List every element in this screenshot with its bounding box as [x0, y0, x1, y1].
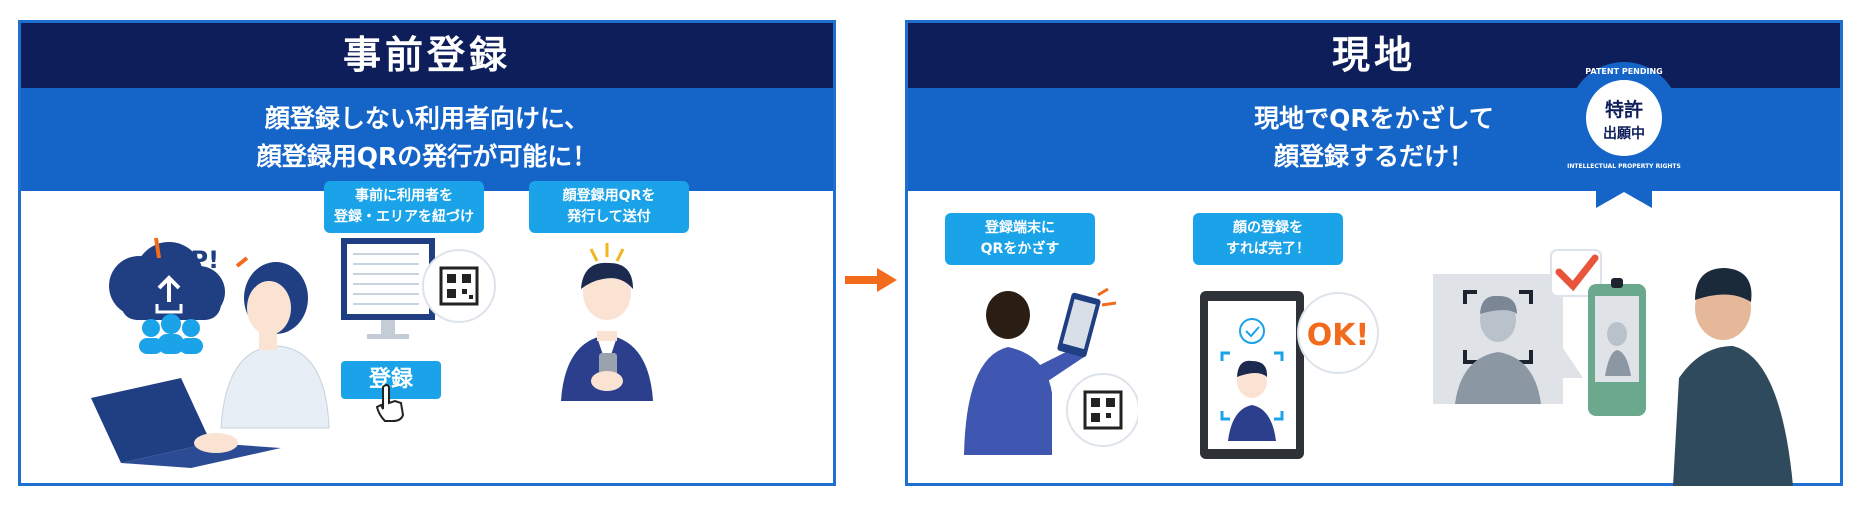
pre-registration-title: 事前登録	[21, 23, 833, 88]
woman-icon	[220, 262, 330, 429]
step-register-users-line1: 事前に利用者を	[355, 188, 453, 204]
man-icon	[561, 262, 653, 401]
badge-bottom-text: INTELLECTUAL PROPERTY RIGHTS	[1567, 163, 1681, 170]
laptop-icon	[91, 378, 281, 468]
step-issue-qr-line2: 発行して送付	[567, 209, 651, 225]
check-bubble-icon	[1550, 249, 1602, 297]
monitor-icon	[341, 238, 435, 339]
step-register-users-line2: 登録・エリアを紐づけ	[334, 209, 474, 225]
tablet-icon	[1057, 287, 1117, 358]
step-face-register-line2: すれば完了！	[1226, 241, 1310, 257]
man-facing-terminal-icon	[1673, 268, 1793, 486]
step-hold-qr-box: 登録端末に QRをかざす	[945, 213, 1095, 265]
on-site-panel: 現地 現地でQRをかざして 顔登録するだけ！ 登録端末に QRをかざす 顔の登録…	[905, 20, 1843, 486]
step-issue-qr-line1: 顔登録用QRを	[562, 188, 656, 204]
pre-registration-subtitle-line1: 顔登録しない利用者向けに、	[264, 104, 590, 133]
pre-registration-panel: 事前登録 顔登録しない利用者向けに、 顔登録用QRの発行が可能に！ UP!	[18, 20, 836, 486]
users-icon	[139, 314, 203, 354]
qr-bubble-icon	[1066, 373, 1138, 447]
qr-bubble-icon	[422, 249, 496, 323]
badge-main-text: 特許	[1605, 98, 1643, 121]
flow-arrow-icon	[845, 268, 897, 292]
recognized-face-screen-icon	[1433, 274, 1583, 404]
man-back-icon	[964, 291, 1084, 455]
step-hold-qr-line1: 登録端末に	[985, 220, 1055, 236]
step-face-register-box: 顔の登録を すれば完了！	[1193, 213, 1343, 265]
badge-top-text: PATENT PENDING	[1585, 67, 1662, 76]
register-button[interactable]: 登録	[341, 361, 441, 399]
person-holding-qr-illustration	[964, 287, 1138, 455]
badge-sub-text: 出願中	[1603, 125, 1645, 142]
pre-registration-subtitle: 顔登録しない利用者向けに、 顔登録用QRの発行が可能に！	[21, 88, 833, 191]
on-site-subtitle-line2: 顔登録するだけ！	[1273, 142, 1474, 171]
cloud-upload-worker-illustration: UP!	[91, 237, 330, 468]
on-site-subtitle-line1: 現地でQRをかざして	[1254, 104, 1494, 133]
face-recognition-terminal-illustration	[1433, 249, 1793, 486]
alert-lines-icon	[589, 243, 625, 262]
face-terminal-icon	[1588, 278, 1646, 416]
up-text: UP!	[171, 246, 219, 274]
cloud-upload-icon	[109, 242, 225, 320]
step-issue-qr-box: 顔登録用QRを 発行して送付	[529, 181, 689, 233]
patent-pending-badge: PATENT PENDING 特許 出願中 INTELLECTUAL PROPE…	[1567, 62, 1681, 208]
ok-text: OK!	[1307, 318, 1369, 353]
face-scan-ok-illustration: OK!	[1200, 291, 1379, 459]
pre-registration-subtitle-line2: 顔登録用QRの発行が可能に！	[256, 142, 598, 171]
on-site-title: 現地	[908, 23, 1840, 88]
hand-pointer-icon	[375, 384, 405, 422]
step-face-register-line1: 顔の登録を	[1233, 220, 1303, 236]
up-label: UP!	[154, 237, 249, 274]
monitor-qr-illustration	[341, 238, 496, 339]
on-site-subtitle: 現地でQRをかざして 顔登録するだけ！	[908, 88, 1840, 191]
person-with-phone-illustration	[561, 243, 653, 401]
step-register-users-box: 事前に利用者を 登録・エリアを紐づけ	[324, 181, 484, 233]
ok-bubble-icon: OK!	[1297, 292, 1379, 374]
face-scan-tablet-icon	[1200, 291, 1304, 459]
step-hold-qr-line2: QRをかざす	[980, 241, 1060, 257]
